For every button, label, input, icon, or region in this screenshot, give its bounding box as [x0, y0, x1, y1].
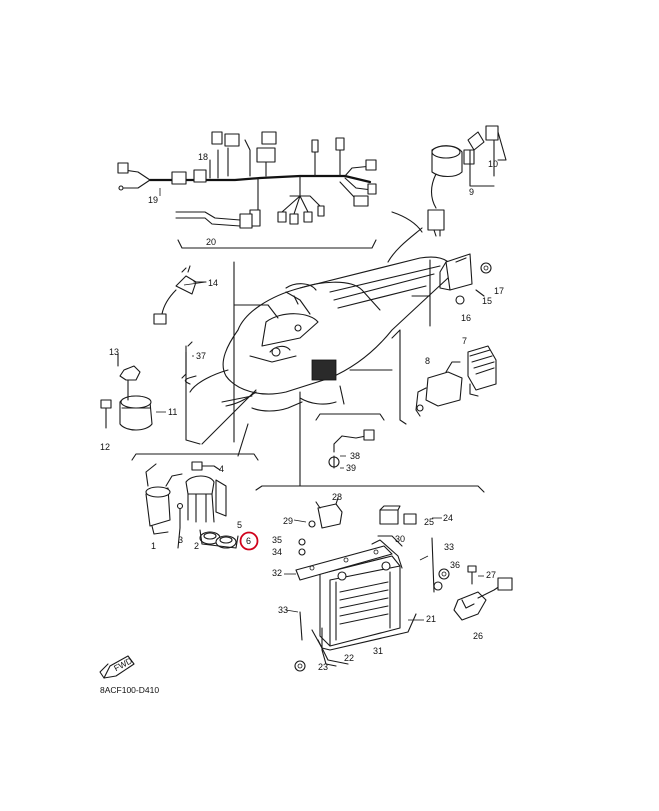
part-number-18[interactable]: 18	[198, 152, 208, 162]
battery-assembly[interactable]	[294, 497, 513, 672]
part-number-3[interactable]: 3	[178, 535, 183, 545]
switch-14[interactable]	[153, 265, 207, 325]
part-number-11[interactable]: 11	[168, 407, 177, 417]
part-number-28[interactable]: 28	[332, 492, 342, 502]
part-labels: 1 2 3 4 5 6 7 8 9 10 11 12 13 14 15 16 1…	[100, 152, 504, 672]
highlight-circle[interactable]	[239, 531, 259, 551]
part-number-14[interactable]: 14	[208, 278, 218, 288]
part-number-39[interactable]: 39	[346, 463, 356, 473]
sensor-38[interactable]	[328, 429, 375, 469]
part-number-2[interactable]: 2	[194, 541, 199, 551]
part-number-5[interactable]: 5	[237, 520, 242, 530]
ignition-switch[interactable]	[427, 125, 507, 237]
part-number-38[interactable]: 38	[350, 451, 360, 461]
part-number-9[interactable]: 9	[469, 187, 474, 197]
part-number-35[interactable]: 35	[272, 535, 282, 545]
part-number-33-left[interactable]: 33	[278, 605, 288, 615]
part-number-17[interactable]: 17	[494, 286, 504, 296]
part-number-34[interactable]: 34	[272, 547, 282, 557]
leader-lines	[131, 211, 485, 493]
part-number-37[interactable]: 37	[196, 351, 206, 361]
part-number-1[interactable]: 1	[151, 541, 156, 551]
part-number-30[interactable]: 30	[395, 534, 405, 544]
part-number-8[interactable]: 8	[425, 356, 430, 366]
part-number-26[interactable]: 26	[473, 631, 483, 641]
part-number-4[interactable]: 4	[219, 464, 224, 474]
part-number-21[interactable]: 21	[426, 614, 436, 624]
part-number-32[interactable]: 32	[272, 568, 282, 578]
snowmobile-body[interactable]	[184, 256, 452, 412]
part-number-24[interactable]: 24	[443, 513, 453, 523]
part-number-13[interactable]: 13	[109, 347, 119, 357]
part-number-27[interactable]: 27	[486, 570, 496, 580]
diagram-code: 8ACF100-D410	[100, 685, 159, 695]
wire-harness[interactable]	[117, 131, 377, 229]
bracket-11[interactable]	[100, 353, 153, 431]
bracket-20	[177, 239, 377, 249]
part-number-15[interactable]: 15	[482, 296, 492, 306]
part-number-31[interactable]: 31	[373, 646, 383, 656]
part-number-29[interactable]: 29	[283, 516, 293, 526]
part-number-20[interactable]: 20	[206, 237, 216, 247]
fwd-arrow-icon: FWD	[99, 655, 135, 679]
ignition-coil-assembly[interactable]	[145, 461, 239, 549]
part-number-6[interactable]: 6	[246, 536, 251, 546]
part-number-10[interactable]: 10	[488, 159, 498, 169]
part-number-36[interactable]: 36	[450, 560, 460, 570]
part-number-19[interactable]: 19	[148, 195, 158, 205]
part-number-22[interactable]: 22	[344, 653, 354, 663]
cable-37[interactable]	[181, 341, 193, 379]
part-number-12[interactable]: 12	[100, 442, 110, 452]
part-number-16[interactable]: 16	[461, 313, 471, 323]
regulator-unit[interactable]	[415, 345, 497, 417]
relay-unit-15[interactable]	[439, 253, 492, 305]
part-number-33-right[interactable]: 33	[444, 542, 454, 552]
part-number-23[interactable]: 23	[318, 662, 328, 672]
part-number-7[interactable]: 7	[462, 336, 467, 346]
label-ticks	[156, 281, 484, 621]
part-number-25[interactable]: 25	[424, 517, 434, 527]
